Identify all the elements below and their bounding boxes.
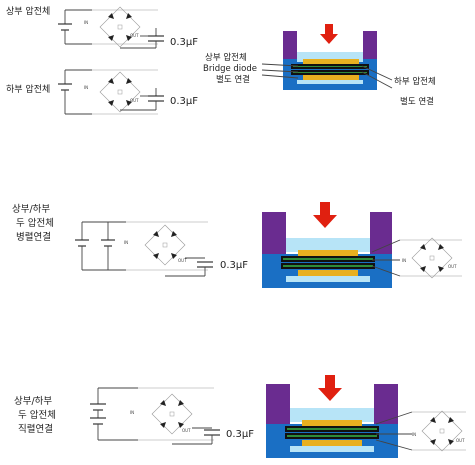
row3-device: IN OUT	[266, 375, 466, 458]
row1-top-electrode	[303, 59, 359, 64]
row2-force-arrow	[313, 202, 337, 228]
row1-lower-label: 하부 압전체	[6, 83, 50, 95]
row2-circuit: 상부/하부 두 압전체 병렬연결 IN OUT 0.3μF	[12, 203, 248, 277]
row1-lower-circuit: 하부 압전체 IN OUT 0.3μF	[6, 69, 198, 115]
row2-out-label: OUT	[178, 258, 187, 263]
row2-upper-plate	[281, 256, 375, 262]
row3-circuit: 상부/하부 두 압전체 직렬연결 IN OUT 0.3μF	[14, 387, 254, 445]
row2-cavity	[286, 238, 370, 252]
row2-device-out-label: OUT	[448, 264, 457, 269]
row1-force-arrow	[320, 24, 338, 44]
row2-bottom-electrode	[298, 270, 358, 276]
row3-top-electrode	[302, 420, 362, 426]
row3-bottom-cavity	[290, 446, 374, 452]
device-connect-label: 별도 연결	[216, 74, 250, 85]
row3-force-arrow	[318, 375, 342, 401]
row1-upper-in-label: IN	[84, 20, 88, 25]
row1-upper-plate	[291, 64, 369, 69]
row1-device: 상부 압전체 Bridge diode 별도 연결 하부 압전체 별도 연결	[203, 24, 436, 107]
row3-label-line2: 두 압전체	[18, 409, 56, 421]
row3-out-label: OUT	[182, 428, 191, 433]
row3-upper-plate	[285, 426, 379, 432]
row1-bottom-cavity	[297, 80, 363, 84]
row1-lower-plate	[291, 70, 369, 75]
row1-bottom-electrode	[303, 75, 359, 80]
row2-label-line1: 상부/하부	[12, 203, 50, 215]
row1-upper-out-label: OUT	[130, 33, 139, 38]
row2-device: IN OUT	[262, 202, 462, 288]
row2-in-label: IN	[124, 240, 128, 245]
row3-device-out-label: OUT	[456, 438, 465, 443]
row1-upper-label: 상부 압전체	[6, 5, 50, 17]
row1-lower-in-label: IN	[84, 85, 88, 90]
row3-bottom-electrode	[302, 440, 362, 446]
row2-label-line3: 병렬연결	[16, 232, 51, 243]
device-connect2-label: 별도 연결	[400, 96, 434, 107]
device-upper-label: 상부 압전체	[205, 52, 247, 63]
row3-label-line3: 직렬연결	[18, 424, 53, 435]
row1-upper-circuit: 상부 압전체 IN OUT 0.3μF	[6, 5, 198, 49]
row2-device-in-label: IN	[402, 258, 406, 263]
row3-lower-plate	[285, 433, 379, 439]
row3-label-line1: 상부/하부	[14, 395, 52, 407]
row2-label-line2: 두 압전체	[16, 217, 54, 229]
row1-lower-out-label: OUT	[130, 98, 139, 103]
row3-device-in-label: IN	[412, 432, 416, 437]
row1-cavity	[297, 52, 363, 62]
row2-lower-plate	[281, 263, 375, 269]
row2-capacitance: 0.3μF	[220, 260, 248, 271]
row2-top-electrode	[298, 250, 358, 256]
device-lower-label: 하부 압전체	[394, 76, 436, 87]
row3-cavity	[290, 408, 374, 422]
device-bridge-label: Bridge diode	[203, 64, 257, 74]
row3-in-label: IN	[130, 410, 134, 415]
row1-lower-capacitance: 0.3μF	[170, 96, 198, 107]
row2-bottom-cavity	[286, 276, 370, 282]
row3-capacitance: 0.3μF	[226, 429, 254, 440]
row1-upper-capacitance: 0.3μF	[170, 37, 198, 48]
